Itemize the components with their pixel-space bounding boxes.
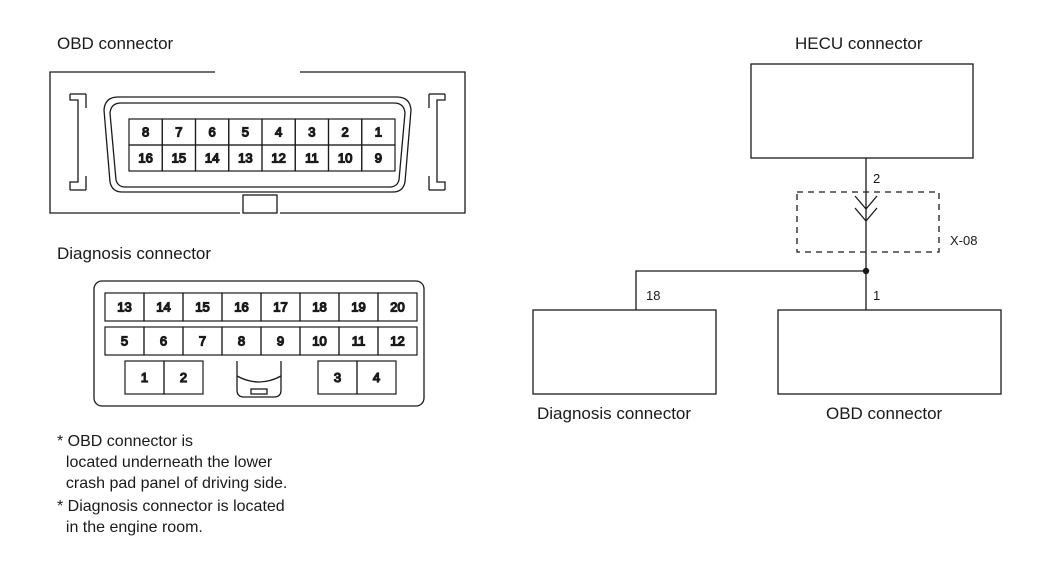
- obd-connector-housing: [49, 71, 466, 214]
- diag-pin-18-label: 18: [312, 300, 326, 315]
- diag-pin-4-label: 4: [373, 370, 380, 385]
- circuit-diagnosis-connector-label: Diagnosis connector: [537, 404, 692, 423]
- obd-pin-8: 8: [128, 118, 163, 146]
- obd-pin-13: 13: [228, 144, 263, 172]
- obd-pin-6: 6: [194, 118, 230, 146]
- obd-pin-16-label: 16: [138, 151, 152, 166]
- diag-pin-19-label: 19: [351, 300, 365, 315]
- obd-pin-13-label: 13: [238, 151, 252, 166]
- obd-pin-8-label: 8: [142, 125, 149, 140]
- diag-pin-10: 10: [299, 326, 340, 356]
- note-obd-location: * OBD connector is located underneath th…: [57, 433, 288, 492]
- diag-pin-7: 7: [182, 326, 223, 356]
- obd-pin-12: 12: [261, 144, 296, 172]
- obd-pin-grid: 8 7 6 5 4 3 2 1 16 15 14 13 12 11 10 9: [128, 118, 396, 172]
- diag-pin-13-label: 13: [117, 300, 131, 315]
- note-diagnosis-location: * Diagnosis connector is located in the …: [57, 498, 285, 536]
- diag-pin-15-label: 15: [195, 300, 209, 315]
- diag-pin-17-label: 17: [273, 300, 287, 315]
- obd-pin-5: 5: [228, 118, 263, 146]
- obd-pin-6-label: 6: [209, 125, 216, 140]
- diag-pin-19: 19: [338, 292, 379, 322]
- obd-connector-title: OBD connector: [57, 34, 174, 53]
- wires: [635, 158, 867, 310]
- diag-pin-1: 1: [124, 360, 165, 395]
- pin-label-diagnosis: 18: [646, 288, 660, 303]
- obd-pin-16: 16: [128, 144, 163, 172]
- diag-pin-5: 5: [104, 326, 145, 356]
- obd-pin-2: 2: [327, 118, 363, 146]
- diag-pin-14: 14: [143, 292, 184, 322]
- obd-pin-15-label: 15: [172, 151, 186, 166]
- diagnosis-connector-housing: [93, 280, 425, 407]
- junction-dot: [862, 267, 870, 275]
- diag-pin-3: 3: [317, 360, 358, 395]
- junction-dashed-box: [796, 191, 940, 253]
- diag-pin-1-label: 1: [141, 370, 148, 385]
- diag-pin-9-label: 9: [277, 334, 284, 349]
- diag-pin-16-label: 16: [234, 300, 248, 315]
- obd-pin-2-label: 2: [342, 125, 349, 140]
- hecu-connector-label: HECU connector: [795, 34, 923, 53]
- obd-pin-10-label: 10: [338, 151, 352, 166]
- obd-pin-1: 1: [361, 118, 396, 146]
- obd-pin-10: 10: [327, 144, 363, 172]
- junction-label: X-08: [950, 233, 977, 248]
- diag-pin-5-label: 5: [121, 334, 128, 349]
- hecu-connector-box: [750, 63, 974, 159]
- obd-pin-7: 7: [161, 118, 197, 146]
- obd-pin-9: 9: [361, 144, 396, 172]
- circuit-diagnosis-connector-box: [532, 309, 717, 395]
- diag-pin-12-label: 12: [390, 334, 404, 349]
- diag-pin-18: 18: [299, 292, 340, 322]
- diag-pin-15: 15: [182, 292, 223, 322]
- obd-pin-14: 14: [194, 144, 230, 172]
- diag-pin-8: 8: [221, 326, 262, 356]
- obd-pin-15: 15: [161, 144, 197, 172]
- diag-pin-11-label: 11: [352, 334, 366, 349]
- diag-pin-6: 6: [143, 326, 184, 356]
- obd-pin-11-label: 11: [305, 151, 319, 166]
- obd-pin-7-label: 7: [175, 125, 182, 140]
- diag-pin-16: 16: [221, 292, 262, 322]
- diag-pin-2: 2: [163, 360, 204, 395]
- diag-pin-8-label: 8: [238, 334, 245, 349]
- diag-pin-11: 11: [338, 326, 379, 356]
- connector-junction-symbol: [854, 195, 878, 223]
- obd-pin-3: 3: [294, 118, 330, 146]
- diag-pin-17: 17: [260, 292, 301, 322]
- diag-pin-20: 20: [377, 292, 418, 322]
- diagnosis-connector-title: Diagnosis connector: [57, 244, 212, 263]
- obd-pin-5-label: 5: [242, 125, 249, 140]
- obd-pin-12-label: 12: [271, 151, 285, 166]
- diag-pin-14-label: 14: [156, 300, 170, 315]
- obd-pin-4: 4: [261, 118, 296, 146]
- pin-label-obd: 1: [873, 288, 880, 303]
- diag-pin-2-label: 2: [180, 370, 187, 385]
- diag-pin-3-label: 3: [334, 370, 341, 385]
- diag-pin-7-label: 7: [199, 334, 206, 349]
- obd-pin-9-label: 9: [375, 151, 382, 166]
- diag-pin-20-label: 20: [390, 300, 404, 315]
- circuit-obd-connector-box: [777, 309, 1002, 395]
- diag-pin-13: 13: [104, 292, 145, 322]
- pin-label-hecu: 2: [873, 171, 880, 186]
- diag-pin-10-label: 10: [312, 334, 326, 349]
- circuit-obd-connector-label: OBD connector: [826, 404, 943, 423]
- diag-pin-12: 12: [377, 326, 418, 356]
- obd-pin-4-label: 4: [275, 125, 282, 140]
- diag-pin-9: 9: [260, 326, 301, 356]
- obd-pin-1-label: 1: [375, 125, 382, 140]
- obd-pin-3-label: 3: [308, 125, 315, 140]
- diag-pin-4: 4: [356, 360, 397, 395]
- obd-pin-11: 11: [294, 144, 330, 172]
- diag-pin-6-label: 6: [160, 334, 167, 349]
- obd-pin-14-label: 14: [205, 151, 219, 166]
